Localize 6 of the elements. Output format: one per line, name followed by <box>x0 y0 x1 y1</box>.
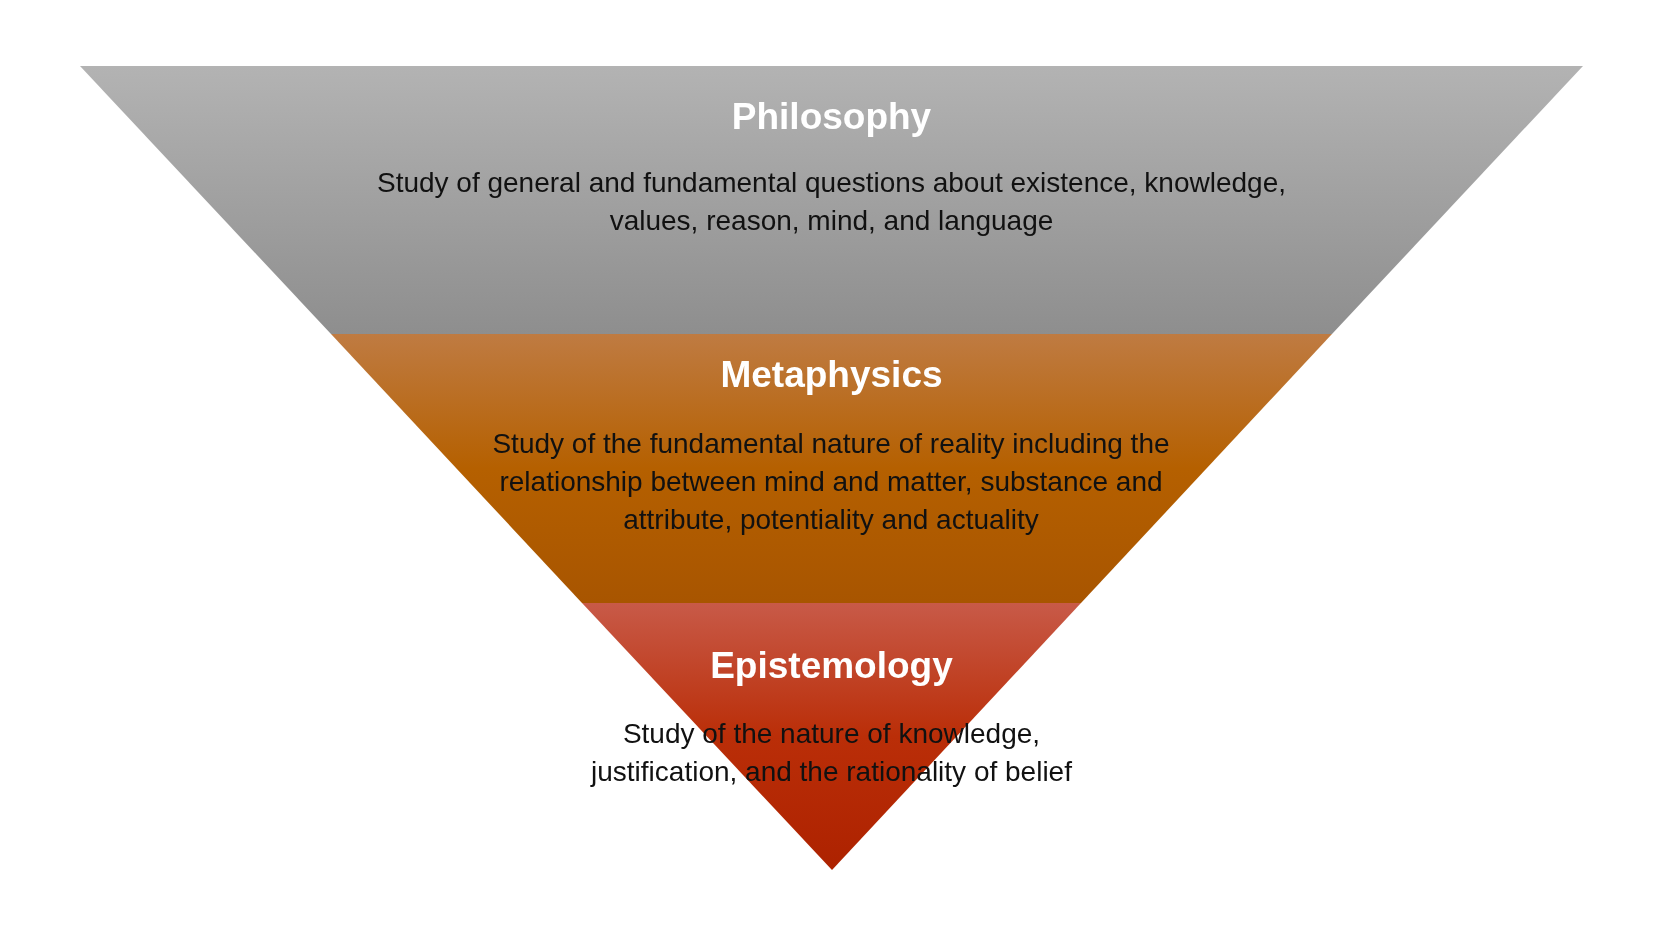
band-heading: Philosophy <box>731 96 932 138</box>
band-heading: Epistemology <box>710 645 953 687</box>
band-heading: Metaphysics <box>720 354 943 396</box>
band-description: Study of the fundamental nature of reality including the relationship between mind and matter, substance and attribute, potentiality and actuality <box>491 427 1171 537</box>
band-description: Study of general and fundamental questions about existence, knowledge, values, reason, mind, and language <box>375 166 1288 238</box>
pyramid-band <box>80 66 1583 334</box>
